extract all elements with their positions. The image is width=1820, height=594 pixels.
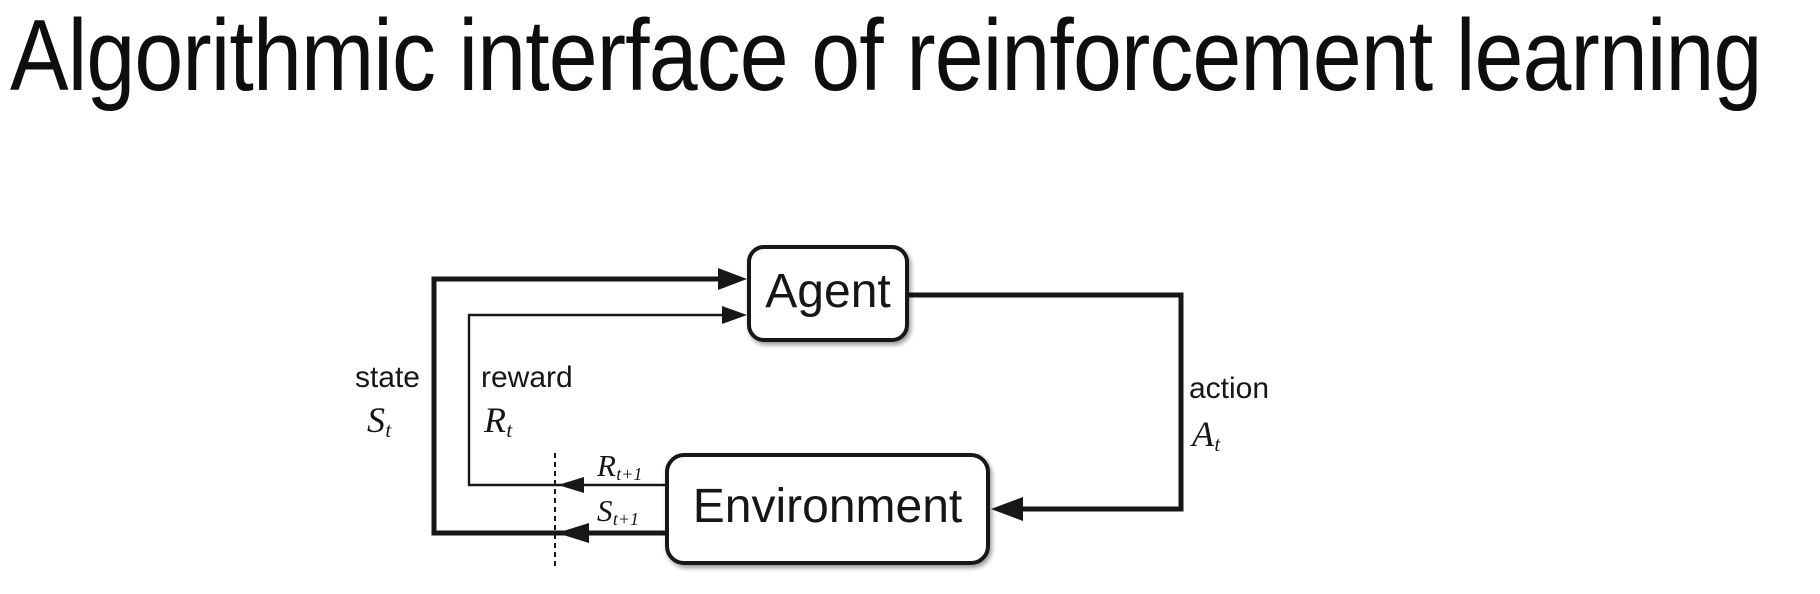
next-reward-symbol: Rt+1 — [597, 448, 643, 485]
agent-node: Agent — [747, 245, 909, 342]
next-state-symbol-subscript: t+1 — [612, 509, 639, 530]
action-symbol-subscript: t — [1214, 432, 1221, 457]
action-word-label: action — [1189, 372, 1270, 405]
next-state-symbol-base: S — [597, 493, 613, 528]
action-symbol-base: A — [1192, 414, 1214, 454]
action-line — [908, 292, 1184, 512]
environment-node-label: Environment — [692, 480, 963, 533]
reward-symbol-subscript: t — [506, 418, 513, 443]
environment-node: Environment — [665, 453, 990, 565]
reward-arrowhead-icon — [722, 306, 747, 324]
next-reward-symbol-base: R — [597, 448, 616, 483]
state-line — [431, 276, 722, 536]
state-symbol-base: S — [367, 400, 385, 440]
agent-node-label: Agent — [765, 264, 891, 318]
state-arrowhead-icon — [718, 268, 747, 290]
next-state-arrowhead-icon — [557, 523, 589, 543]
state-word-label: state — [354, 361, 420, 394]
reward-word-label: reward — [481, 361, 573, 394]
state-symbol-subscript: t — [385, 418, 392, 443]
action-arrowhead-icon — [991, 497, 1023, 521]
next-reward-arrowhead-icon — [558, 477, 584, 493]
next-reward-symbol-subscript: t+1 — [616, 464, 643, 485]
state-symbol: St — [367, 400, 391, 441]
reward-symbol: Rt — [484, 400, 512, 441]
next-state-symbol: St+1 — [597, 493, 639, 530]
page-title: Algorithmic interface of reinforcement l… — [10, 0, 1762, 112]
reward-symbol-base: R — [484, 400, 506, 440]
action-symbol: At — [1192, 414, 1220, 455]
